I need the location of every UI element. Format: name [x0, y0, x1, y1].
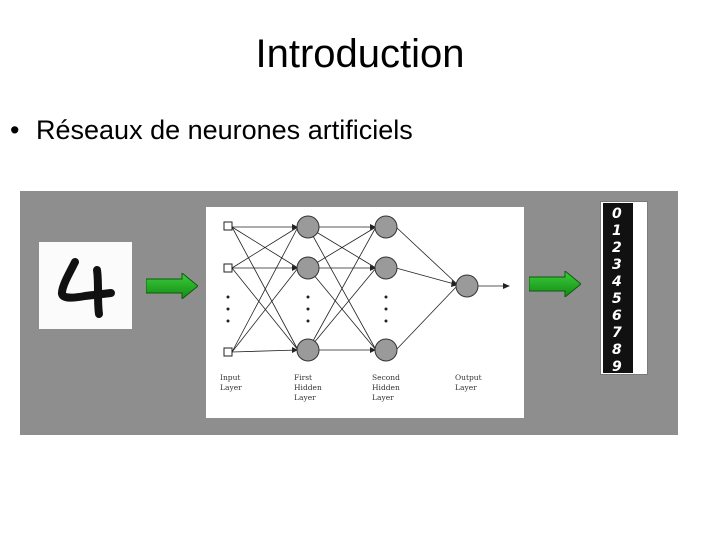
input-layer-label-2: Layer [220, 383, 242, 392]
svg-text:1: 1 [612, 223, 622, 239]
svg-text:9: 9 [612, 359, 622, 374]
neural-network-diagram: Input Layer First Hidden Layer Second Hi… [206, 207, 524, 418]
svg-text:Input: Input [220, 373, 240, 382]
svg-text:5: 5 [612, 291, 622, 307]
svg-text:2: 2 [612, 240, 622, 256]
slide-title: Introduction [255, 32, 465, 76]
svg-text:Output: Output [455, 373, 482, 382]
svg-text:7: 7 [612, 325, 622, 341]
output-digit-4: 4 [611, 274, 622, 290]
output-layer-label-1: Output [455, 373, 482, 382]
first-hidden-label-3: Layer [294, 393, 316, 402]
svg-text:8: 8 [612, 342, 622, 358]
output-digit-8: 8 [612, 342, 622, 358]
output-digits-column: 0 1 2 3 4 5 6 7 8 9 [600, 201, 648, 375]
input-layer-label-1: Input [220, 373, 240, 382]
second-hidden-label-2: Hidden [372, 383, 400, 392]
svg-text:6: 6 [612, 308, 622, 324]
input-digit-image [39, 242, 132, 329]
output-digit-0: 0 [612, 206, 622, 222]
output-digit-3: 3 [612, 257, 622, 273]
output-digit-9: 9 [612, 359, 622, 374]
arrow-right-icon [528, 269, 582, 302]
first-hidden-label-1: First [294, 373, 312, 382]
svg-text:Layer: Layer [220, 383, 242, 392]
first-hidden-label-2: Hidden [294, 383, 322, 392]
svg-text:4: 4 [611, 274, 622, 290]
svg-text:Hidden: Hidden [372, 383, 400, 392]
arrow-right-icon [145, 271, 199, 304]
output-digit-6: 6 [612, 308, 622, 324]
svg-text:First: First [294, 373, 312, 382]
output-layer-label-2: Layer [455, 383, 477, 392]
svg-text:Layer: Layer [372, 393, 394, 402]
svg-text:Hidden: Hidden [294, 383, 322, 392]
svg-text:Second: Second [372, 373, 400, 382]
bullet-item: • Réseaux de neurones artificiels [10, 112, 413, 148]
second-hidden-label-1: Second [372, 373, 400, 382]
output-digit-1: 1 [612, 223, 622, 239]
output-digit-7: 7 [612, 325, 622, 341]
svg-text:0: 0 [612, 206, 622, 222]
second-hidden-label-3: Layer [372, 393, 394, 402]
bullet-text: Réseaux de neurones artificiels [36, 115, 413, 145]
output-digit-5: 5 [612, 291, 622, 307]
bullet-dot: • [10, 115, 20, 145]
svg-text:Layer: Layer [294, 393, 316, 402]
svg-text:Layer: Layer [455, 383, 477, 392]
output-digit-2: 2 [612, 240, 622, 256]
diagram-panel: Input Layer First Hidden Layer Second Hi… [20, 191, 678, 435]
svg-text:3: 3 [612, 257, 622, 273]
